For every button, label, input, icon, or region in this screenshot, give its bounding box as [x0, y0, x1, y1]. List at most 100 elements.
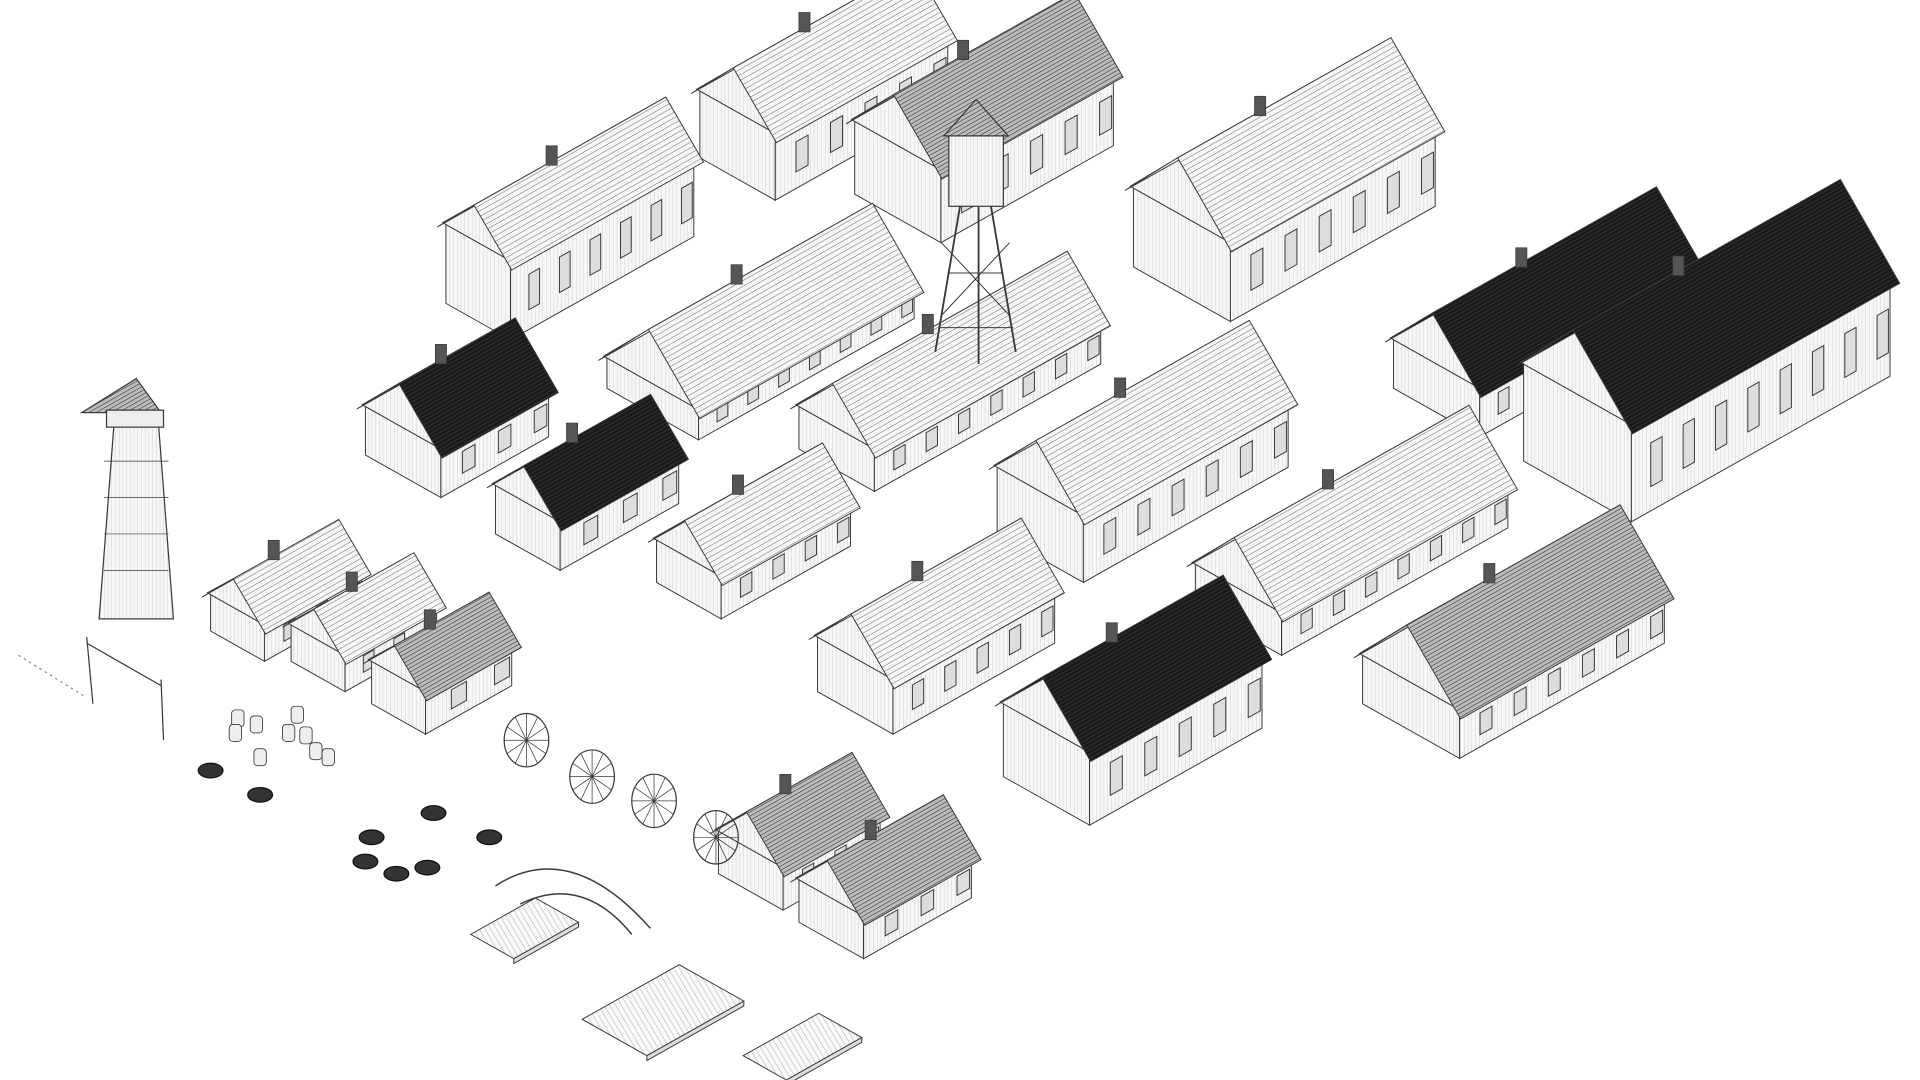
window: [1581, 647, 1595, 678]
building: [1124, 36, 1446, 323]
roof-front: [1233, 404, 1519, 623]
bridge-rail: [519, 893, 633, 935]
window: [589, 233, 602, 277]
window: [1386, 170, 1400, 215]
deck-edge: [513, 921, 579, 965]
window: [461, 443, 476, 475]
window: [583, 514, 599, 546]
window: [1284, 228, 1298, 272]
barrel: [281, 724, 296, 742]
window: [884, 908, 899, 937]
window: [740, 571, 753, 599]
chimney: [345, 571, 358, 592]
roof-front: [831, 250, 1112, 459]
barrel: [253, 748, 267, 767]
window: [1876, 308, 1889, 361]
tank-roof: [942, 98, 1010, 137]
window: [1429, 534, 1443, 562]
tower-roof: [79, 377, 163, 414]
window: [1365, 571, 1378, 599]
roof-front: [683, 442, 861, 587]
water-wheel: [569, 749, 616, 804]
building: [356, 317, 559, 499]
window: [1030, 133, 1044, 175]
roof-front: [745, 751, 891, 878]
chimney: [1114, 377, 1127, 398]
building: [790, 250, 1112, 493]
barrel: [321, 748, 335, 767]
window: [1844, 326, 1857, 379]
window: [957, 407, 971, 435]
prop-cluster: [197, 762, 224, 779]
roof-front: [1572, 178, 1901, 435]
chimney: [798, 12, 811, 33]
building: [988, 319, 1299, 584]
window: [1462, 516, 1475, 544]
window: [804, 534, 818, 562]
roof-front: [522, 393, 690, 532]
chimney: [1672, 255, 1685, 276]
roof-front: [647, 202, 925, 420]
window: [956, 868, 971, 897]
building: [790, 794, 982, 960]
window: [620, 215, 632, 260]
chimney: [545, 145, 558, 166]
chimney: [1322, 469, 1334, 490]
window: [1064, 114, 1078, 156]
roof-front: [826, 794, 982, 926]
window: [1171, 478, 1185, 517]
window: [1494, 498, 1507, 526]
window: [650, 198, 663, 242]
window: [1178, 716, 1192, 758]
building: [362, 591, 523, 735]
building: [808, 517, 1066, 735]
chimney: [434, 344, 447, 365]
window: [497, 423, 512, 454]
chimney: [566, 422, 579, 443]
water-tower: [934, 98, 1017, 365]
window: [1008, 623, 1022, 656]
building: [437, 96, 705, 341]
prop-cluster: [420, 805, 447, 821]
chimney: [779, 774, 792, 795]
wooden-deck: [581, 964, 745, 1062]
roof-front: [1406, 504, 1675, 720]
barrel: [309, 742, 323, 761]
chimney: [732, 474, 744, 495]
lighthouse-tower: [79, 377, 175, 620]
window: [1497, 385, 1510, 416]
wheel-spoke: [634, 787, 674, 815]
deck-edge: [785, 1036, 863, 1080]
chimney: [1483, 563, 1496, 584]
roof-front: [398, 317, 559, 459]
window: [1714, 399, 1728, 452]
chimney: [423, 609, 436, 630]
bridge: [495, 868, 651, 935]
window: [1479, 705, 1493, 736]
building: [1353, 504, 1675, 760]
window: [925, 425, 938, 453]
roof-front: [1176, 36, 1446, 253]
window: [662, 469, 678, 502]
window: [829, 114, 844, 154]
window: [1811, 344, 1825, 397]
deck: [581, 964, 745, 1057]
fence-rail: [18, 654, 88, 699]
prop-cluster: [476, 829, 503, 846]
roof-front: [1035, 319, 1299, 526]
building: [1186, 404, 1519, 657]
chimney: [1515, 247, 1528, 268]
window: [1352, 189, 1366, 234]
roof-front: [232, 518, 372, 635]
chimney: [730, 264, 743, 285]
barrel: [290, 705, 304, 724]
prop-cluster: [414, 859, 441, 876]
window: [1513, 686, 1527, 717]
window: [1144, 735, 1158, 777]
window: [558, 250, 571, 294]
window: [681, 181, 693, 225]
roof-front: [473, 96, 705, 271]
window: [1318, 208, 1332, 253]
chimney: [911, 560, 924, 582]
barrel: [299, 726, 313, 745]
